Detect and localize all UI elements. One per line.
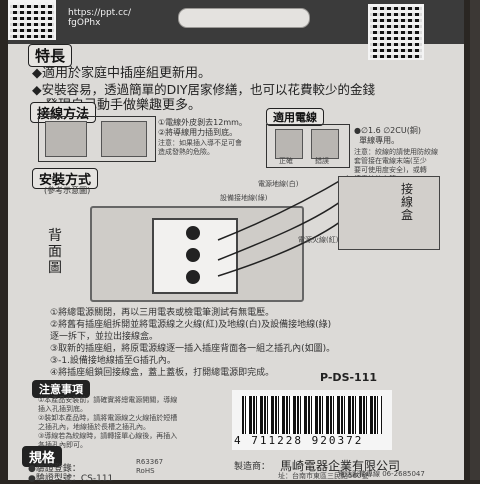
spec-model-row: ●驗證型號：CS-111 — [28, 474, 114, 484]
wire-correct-image — [275, 129, 303, 159]
install-step-4: ③-1.設備接地線插至G插孔內。 — [50, 356, 176, 366]
qr-url-text: https://ppt.cc/ fgOPhx — [68, 8, 132, 28]
junction-box-label: 接線盒 — [401, 182, 414, 222]
wiring-note: 注意：如果插入導不足可會 造成發熱的危險。 — [158, 139, 242, 156]
cert-marks: R63367 RoHS — [136, 458, 164, 475]
wire-wrong-image — [311, 129, 339, 159]
qr-code-right — [368, 4, 424, 60]
maker-name: 馬崎電器企業有限公司 — [280, 459, 401, 473]
install-step-2b: 逐一拆下，並拉出接線盒。 — [50, 332, 159, 342]
install-title: 安裝方式 — [32, 168, 99, 189]
caution-1b: 插入孔插到底。 — [38, 405, 87, 413]
wire-lines — [217, 175, 349, 277]
terminal-g — [184, 224, 202, 242]
insert-wire-image — [101, 121, 147, 157]
caution-3: ③導線若為絞線時，請轉接單心線後，再插入 — [38, 432, 178, 440]
barcode: 4 711228 920372 — [232, 390, 392, 450]
terminal-2 — [184, 268, 202, 286]
caution-3b: 各插孔內即可。 — [38, 441, 87, 449]
install-step-1: ①將總電源關閉，再以三用電表或檢電筆測試有無電壓。 — [50, 308, 275, 318]
package-back: https://ppt.cc/ fgOPhx 特長 ◆適用於家庭中插座組更新用。… — [8, 0, 464, 484]
background-edge — [470, 0, 480, 480]
qr-code-left — [8, 0, 56, 40]
wiring-step-2: ②將導線用力插到底。 — [158, 128, 238, 137]
caution-title: 注意事項 — [32, 380, 90, 398]
feature-line-1: ◆適用於家庭中插座組更新用。 — [32, 66, 211, 81]
install-step-2: ②將舊有插座組拆開並將電源線之火線(紅)及地線(白)及設備接地線(綠) — [50, 320, 332, 330]
hang-hole — [178, 8, 310, 28]
install-subtitle: (參考示意圖) — [44, 186, 91, 195]
maker-label: 製造商： — [234, 462, 271, 472]
socket-back — [152, 218, 238, 294]
wiring-step-1: ①電線外皮剝去12mm。 — [158, 118, 247, 127]
back-view-label: 背面圖 — [48, 228, 62, 276]
maker-address: 址：台南市東區三民路560號 — [278, 472, 369, 480]
install-step-5: ④將插座組鎖回接線盒，蓋上蓋板，打開總電源即完成。 — [50, 368, 275, 378]
wiring-title: 接線方法 — [30, 102, 97, 123]
caution-2b: 之插孔內，地線插於長槽之插孔內。 — [38, 423, 150, 431]
hot-wire-label: 電源火線(紅) — [298, 236, 339, 244]
spec-title: 規格 — [22, 446, 63, 467]
label-wrong: 錯誤 — [315, 157, 329, 165]
spec-cert-row: ●驗證登錄： — [28, 464, 81, 474]
wire-type-frame: 正確 錯誤 — [266, 124, 350, 168]
barcode-number: 4 711228 920372 — [234, 434, 364, 447]
strip-wire-image — [45, 121, 87, 157]
junction-box: 接線盒 — [338, 176, 440, 250]
top-band: https://ppt.cc/ fgOPhx — [8, 0, 464, 60]
wire-type-title: 適用電線 — [266, 108, 324, 126]
barcode-bars — [242, 396, 382, 434]
caution-2: ②裝卸本產品時，請將電源線之火線插於短槽 — [38, 414, 178, 422]
install-step-3: ③取新的插座組，將原電源線逐一插入插座背面各一組之插孔內(如圖)。 — [50, 344, 336, 354]
wire-spec: ●∅1.6 ∅2CU(銅) 單線專用。 — [354, 126, 421, 145]
caution-1: ①本產品安裝前，請確實將總電源開關，導線 — [38, 396, 178, 404]
features-title: 特長 — [28, 44, 73, 67]
model-number: P-DS-111 — [320, 371, 378, 384]
neutral-wire-label: 電源地線(白) — [258, 180, 299, 188]
terminal-1 — [184, 246, 202, 264]
feature-line-2: ◆安裝容易，透過簡單的DIY居家修繕，也可以花費較少的金錢 — [32, 82, 376, 97]
ground-wire-label: 設備接地線(綠) — [220, 194, 268, 202]
label-correct: 正確 — [279, 157, 293, 165]
maker-phone: 電話服務專線 06-2685047 — [338, 470, 425, 478]
wall-plate-diagram — [90, 206, 304, 302]
wiring-diagram-frame — [38, 116, 156, 162]
